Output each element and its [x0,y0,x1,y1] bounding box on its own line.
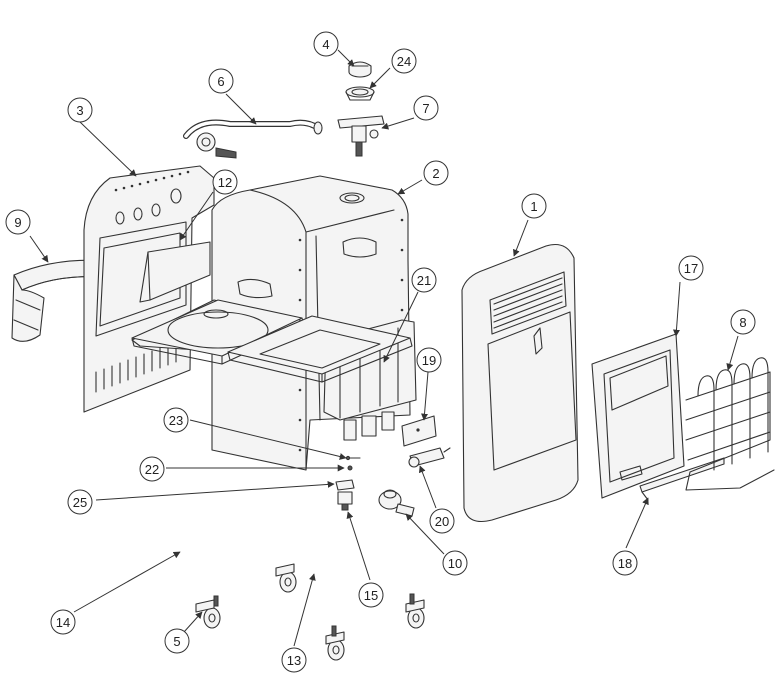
svg-text:24: 24 [397,54,411,69]
svg-text:5: 5 [173,634,180,649]
svg-text:7: 7 [422,101,429,116]
part-12-bracket [139,241,211,303]
callout-10: 10 [442,550,468,576]
svg-text:13: 13 [287,653,301,668]
svg-text:3: 3 [76,103,83,118]
svg-text:17: 17 [684,261,698,276]
svg-text:6: 6 [217,74,224,89]
svg-text:23: 23 [169,413,183,428]
part-13-base-frame [227,315,413,383]
leader-lines [29,49,739,647]
part-20-ignitor [408,447,451,468]
callout-9: 9 [5,209,31,235]
svg-text:15: 15 [364,588,378,603]
part-15-switch [337,491,353,511]
front-cover-louvers [493,277,563,329]
svg-text:20: 20 [435,514,449,529]
part-8-wire-guard [685,357,775,491]
part-10-regulator [378,489,415,517]
svg-text:4: 4 [322,37,329,52]
part-4-knob [348,61,372,78]
svg-text:1: 1 [530,199,537,214]
part-5-caster-a [195,595,221,629]
part-1-front-cover [461,243,579,523]
part-24-bezel [345,86,375,101]
part-23-screw [345,455,361,461]
wire-guard-bars [697,357,769,471]
callout-15: 15 [358,582,384,608]
callout-2: 2 [423,160,449,186]
part-17-inner-frame [591,333,685,499]
callout-3: 3 [67,97,93,123]
callout-17: 17 [678,255,704,281]
back-panel-slots [95,341,177,393]
svg-text:18: 18 [618,556,632,571]
callout-19: 19 [416,347,442,373]
callout-4: 4 [313,31,339,57]
part-19-plate [401,415,437,447]
svg-text:8: 8 [739,315,746,330]
callout-13: 13 [281,647,307,673]
part-25-fitting [335,479,355,491]
svg-text:21: 21 [417,273,431,288]
part-7-gas-valve [337,115,385,157]
callout-6: 6 [208,68,234,94]
back-panel-holes [114,170,190,192]
callout-20: 20 [429,508,455,534]
callout-25: 25 [67,489,93,515]
svg-text:14: 14 [56,615,70,630]
svg-text:19: 19 [422,353,436,368]
callout-21: 21 [411,267,437,293]
callout-8: 8 [730,309,756,335]
callout-18: 18 [612,550,638,576]
svg-text:22: 22 [145,462,159,477]
svg-text:9: 9 [14,215,21,230]
callout-7: 7 [413,95,439,121]
callout-24: 24 [391,48,417,74]
part-6-gas-hose [183,119,323,159]
svg-text:10: 10 [448,556,462,571]
callout-12: 12 [212,169,238,195]
svg-text:12: 12 [218,175,232,190]
callout-22: 22 [139,456,165,482]
part-22-nut [347,465,353,471]
callout-1: 1 [521,193,547,219]
part-5-caster-c [405,593,425,629]
callout-5: 5 [164,628,190,654]
svg-text:25: 25 [73,495,87,510]
callout-14: 14 [50,609,76,635]
part-5-caster-d [275,563,297,593]
svg-text:2: 2 [432,166,439,181]
part-5-caster-b [325,625,345,661]
callout-23: 23 [163,407,189,433]
